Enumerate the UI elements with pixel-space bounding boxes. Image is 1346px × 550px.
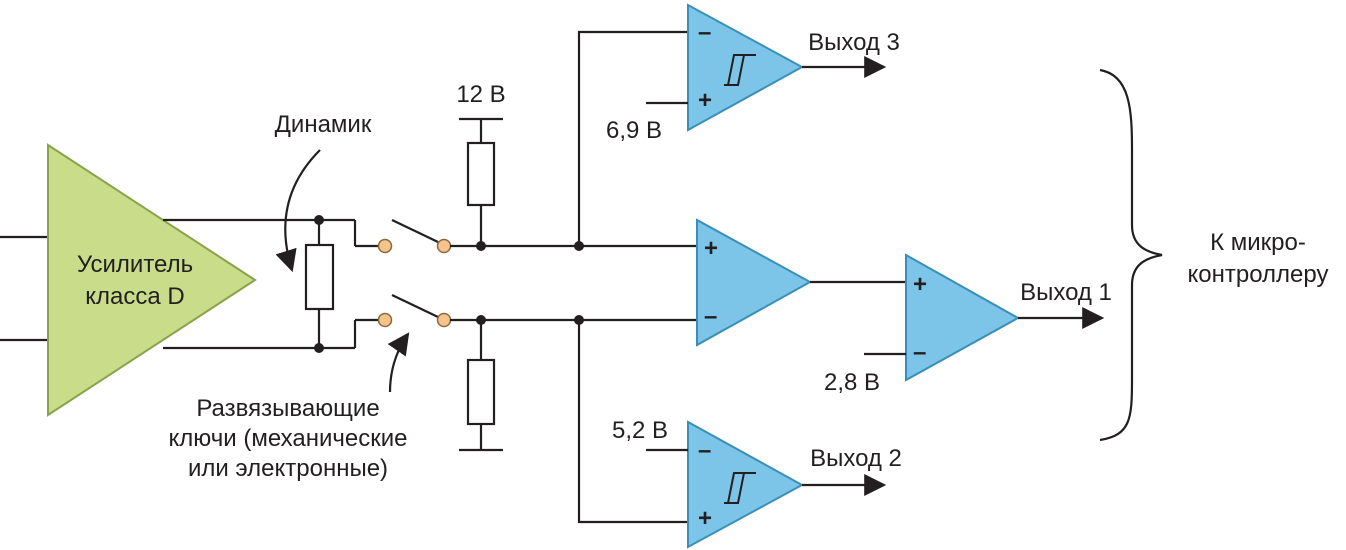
differential-amplifier: + – [696, 218, 906, 347]
switch-label-line3: или электронные) [188, 455, 388, 482]
switch-contact [377, 312, 393, 328]
speaker-resistor [304, 243, 335, 311]
comparator-3-ref-label: 6,9 В [606, 117, 662, 144]
junction-dot [476, 241, 486, 251]
speaker-branch [163, 215, 380, 353]
output-1-label: Выход 1 [1020, 279, 1112, 306]
tap-to-comparator-3 [577, 30, 688, 246]
amplifier-label-line2: класса D [85, 283, 184, 310]
switch-label-line1: Развязывающие [196, 395, 379, 422]
output-2-label: Выход 2 [810, 445, 902, 472]
amplifier-label-line1: Усилитель [77, 251, 193, 278]
hysteresis-icon [724, 54, 756, 86]
diff-amp-triangle [696, 218, 813, 347]
hysteresis-icon [724, 472, 756, 504]
comparator-2-ref-label: 5,2 В [612, 417, 668, 444]
comparator-1: + – 2,8 В Выход 1 [824, 253, 1112, 396]
mcu-label-line2: контроллеру [1188, 261, 1329, 288]
output-brace [1099, 68, 1163, 442]
diff-amp-plus: + [704, 235, 718, 262]
tap-to-comparator-2 [577, 320, 688, 524]
speaker-pointer-arrow [275, 149, 321, 273]
comparator-3-minus: – [698, 19, 711, 46]
switch-blade-top [391, 219, 439, 243]
comparator-2-plus: + [698, 505, 712, 532]
comparator-1-ref-label: 2,8 В [824, 369, 880, 396]
comparator-3-plus: + [698, 87, 712, 114]
comparator-1-plus: + [913, 271, 927, 298]
comparator-1-minus: – [913, 339, 926, 366]
comparator-2-triangle [687, 420, 805, 549]
switch-contact [436, 312, 452, 328]
switch-contact [377, 238, 393, 254]
switch-label-line2: ключи (механические [169, 425, 408, 452]
switch-blade-bottom [391, 294, 439, 318]
supply-voltage-label: 12 В [456, 81, 505, 108]
output-3-label: Выход 3 [808, 29, 900, 56]
switch-contact [436, 238, 452, 254]
junction-dot [476, 315, 486, 325]
comparator-3: – + 6,9 В Выход 3 [606, 3, 900, 144]
class-d-amplifier: Усилитель класса D [0, 143, 257, 417]
comparator-2: – + 5,2 В Выход 2 [612, 417, 902, 549]
pulldown-resistor [466, 358, 496, 426]
bias-network: 12 В [456, 81, 506, 452]
speaker-label: Динамик [275, 111, 372, 138]
amplifier-triangle [47, 143, 257, 417]
comparator-1-triangle [905, 253, 1021, 382]
junction-dot [314, 215, 324, 225]
comparator-2-minus: – [698, 437, 711, 464]
decoupling-switches [377, 219, 452, 328]
comparator-3-triangle [687, 3, 805, 132]
switch-pointer-arrow [387, 332, 410, 393]
pullup-resistor [466, 141, 496, 207]
mcu-label-line1: К микро- [1210, 229, 1306, 256]
diff-amp-minus: – [704, 303, 717, 330]
junction-dot [314, 343, 324, 353]
